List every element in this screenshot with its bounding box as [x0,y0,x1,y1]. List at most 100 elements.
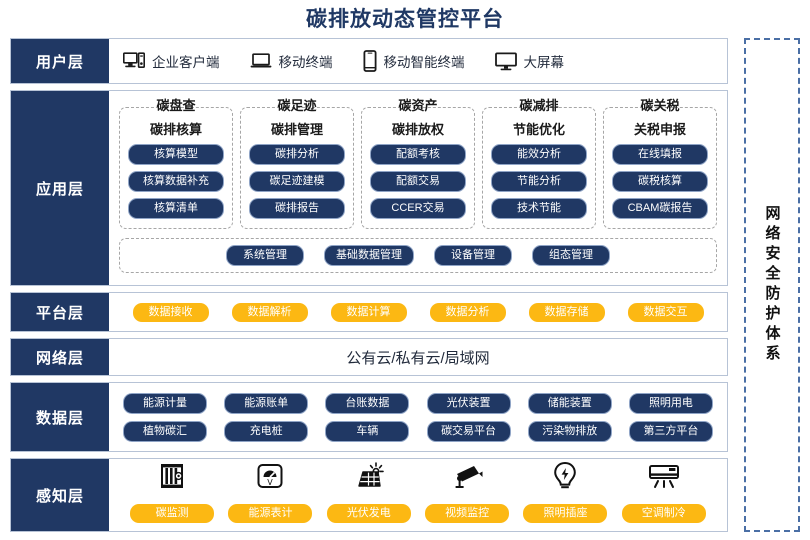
app-subgroup-title: 关税申报 [633,122,686,137]
platform-item-list: 数据接收 数据解析 数据计算 数据分析 数据存储 数据交互 [109,293,727,331]
user-terminal-list: 企业客户端 移动终端 [109,39,727,83]
layer-application-body: 碳盘查 碳排核算 核算模型 核算数据补充 核算清单 碳足迹 碳排管理 碳排分析 … [109,91,727,285]
perception-item-carbon-monitoring[interactable]: 碳监测 [126,457,218,523]
security-system-label: 网络安全防护体系 [763,205,781,365]
app-group-carbon-footprint: 碳足迹 碳排管理 碳排分析 碳足迹建模 碳排报告 [240,98,354,229]
app-group-box: 碳排核算 核算模型 核算数据补充 核算清单 [119,107,233,229]
user-item-enterprise-client[interactable]: 企业客户端 [123,51,220,71]
perception-item-label: 空调制冷 [621,504,706,523]
data-source-grid: 能源计量 能源账单 台账数据 光伏装置 储能装置 照明用电 植物碳汇 充电桩 车… [109,383,727,451]
app-feature-button[interactable]: 碳排分析 [249,144,345,165]
user-item-label: 企业客户端 [152,55,220,70]
light-bulb-icon [552,457,578,495]
management-button-system[interactable]: 系统管理 [226,245,304,266]
air-conditioner-icon [647,457,681,495]
user-item-mobile-terminal[interactable]: 移动终端 [250,51,333,71]
layer-application-label: 应用层 [11,91,109,285]
platform-button-data-exchange[interactable]: 数据交互 [627,302,704,322]
layer-data-label: 数据层 [11,383,109,451]
perception-item-label: 视频监控 [425,504,510,523]
desktop-tower-icon [123,52,145,70]
data-source-row: 植物碳汇 充电桩 车辆 碳交易平台 污染物排放 第三方平台 [123,420,713,442]
solar-panel-icon [353,457,385,495]
layer-network: 网络层 公有云/私有云/局域网 [10,338,728,376]
layer-network-body: 公有云/私有云/局域网 [109,339,727,375]
management-button-device[interactable]: 设备管理 [434,245,512,266]
app-feature-button[interactable]: 能效分析 [491,144,587,165]
network-cloud-types: 公有云/私有云/局域网 [346,349,490,367]
perception-item-air-conditioning[interactable]: 空调制冷 [618,457,710,523]
app-feature-button[interactable]: 碳排报告 [249,198,345,219]
platform-button-data-parse[interactable]: 数据解析 [231,302,308,322]
data-source-button[interactable]: 污染物排放 [527,420,612,442]
app-group-title: 碳资产 [398,98,438,113]
data-source-button[interactable]: 第三方平台 [628,420,713,442]
data-source-button[interactable]: 能源计量 [123,392,207,414]
cctv-camera-icon [450,457,484,495]
app-feature-button[interactable]: 核算模型 [128,144,224,165]
carbon-monitor-icon [157,457,187,495]
app-feature-button[interactable]: 配额考核 [370,144,466,165]
app-subgroup-title: 节能优化 [512,122,565,137]
app-feature-button[interactable]: CCER交易 [370,198,466,219]
data-source-button[interactable]: 台账数据 [325,392,410,414]
perception-item-label: 碳监测 [130,504,215,523]
app-feature-button[interactable]: 技术节能 [491,198,587,219]
platform-button-data-compute[interactable]: 数据计算 [330,302,407,322]
perception-item-video-surveillance[interactable]: 视频监控 [421,457,513,523]
app-group-box: 碳排放权 配额考核 配额交易 CCER交易 [361,107,475,229]
app-feature-button[interactable]: 碳税核算 [612,171,708,192]
security-system-column: 网络安全防护体系 [744,38,800,532]
layer-data-body: 能源计量 能源账单 台账数据 光伏装置 储能装置 照明用电 植物碳汇 充电桩 车… [109,383,727,451]
data-source-button[interactable]: 碳交易平台 [426,420,511,442]
app-subgroup-title: 碳排管理 [270,122,323,137]
data-source-button[interactable]: 植物碳汇 [123,420,207,442]
app-feature-button[interactable]: CBAM碳报告 [612,198,708,219]
perception-item-label: 照明插座 [523,504,608,523]
app-group-box: 关税申报 在线填报 碳税核算 CBAM碳报告 [603,107,717,229]
layer-perception: 感知层 [10,458,728,532]
perception-item-lighting-socket[interactable]: 照明插座 [519,457,611,523]
app-feature-button[interactable]: 核算清单 [128,198,224,219]
application-group-list: 碳盘查 碳排核算 核算模型 核算数据补充 核算清单 碳足迹 碳排管理 碳排分析 … [109,91,727,229]
data-source-button[interactable]: 光伏装置 [426,392,511,414]
monitor-icon [494,51,517,71]
management-button-basic-data[interactable]: 基础数据管理 [324,245,414,266]
layer-platform-label: 平台层 [11,293,109,331]
application-management-box: 系统管理 基础数据管理 设备管理 组态管理 [119,238,717,273]
app-feature-button[interactable]: 配额交易 [370,171,466,192]
layer-user-body: 企业客户端 移动终端 [109,39,727,83]
app-feature-button[interactable]: 在线填报 [612,144,708,165]
app-group-title: 碳盘查 [156,98,196,113]
user-item-label: 大屏幕 [523,55,565,70]
perception-device-list: 碳监测 V 能源表计 [109,459,727,531]
data-source-button[interactable]: 储能装置 [527,392,612,414]
perception-item-solar-power[interactable]: 光伏发电 [323,457,415,523]
platform-button-data-receive[interactable]: 数据接收 [132,302,209,322]
app-group-title: 碳减排 [519,98,559,113]
perception-item-energy-meter[interactable]: V 能源表计 [224,457,316,523]
data-source-button[interactable]: 能源账单 [224,392,309,414]
energy-meter-icon: V [255,457,285,495]
layer-data: 数据层 能源计量 能源账单 台账数据 光伏装置 储能装置 照明用电 植物碳汇 充… [10,382,728,452]
platform-button-data-storage[interactable]: 数据存储 [528,302,605,322]
data-source-button[interactable]: 照明用电 [628,392,713,414]
app-feature-button[interactable]: 节能分析 [491,171,587,192]
svg-text:V: V [268,478,274,487]
app-feature-button[interactable]: 核算数据补充 [128,171,224,192]
user-item-large-screen[interactable]: 大屏幕 [494,51,565,71]
app-group-carbon-reduction: 碳减排 节能优化 能效分析 节能分析 技术节能 [482,98,596,229]
data-source-button[interactable]: 车辆 [325,420,410,442]
data-source-button[interactable]: 充电桩 [224,420,309,442]
user-item-smart-mobile-terminal[interactable]: 移动智能终端 [362,50,465,72]
layer-network-label: 网络层 [11,339,109,375]
management-button-configuration[interactable]: 组态管理 [532,245,610,266]
app-subgroup-title: 碳排放权 [391,122,444,137]
data-source-row: 能源计量 能源账单 台账数据 光伏装置 储能装置 照明用电 [123,392,713,414]
layer-user: 用户层 企业客户端 [10,38,728,84]
platform-button-data-analysis[interactable]: 数据分析 [429,302,506,322]
page-title: 碳排放动态管控平台 [306,8,504,31]
app-feature-button[interactable]: 碳足迹建模 [249,171,345,192]
perception-item-label: 光伏发电 [326,504,411,523]
